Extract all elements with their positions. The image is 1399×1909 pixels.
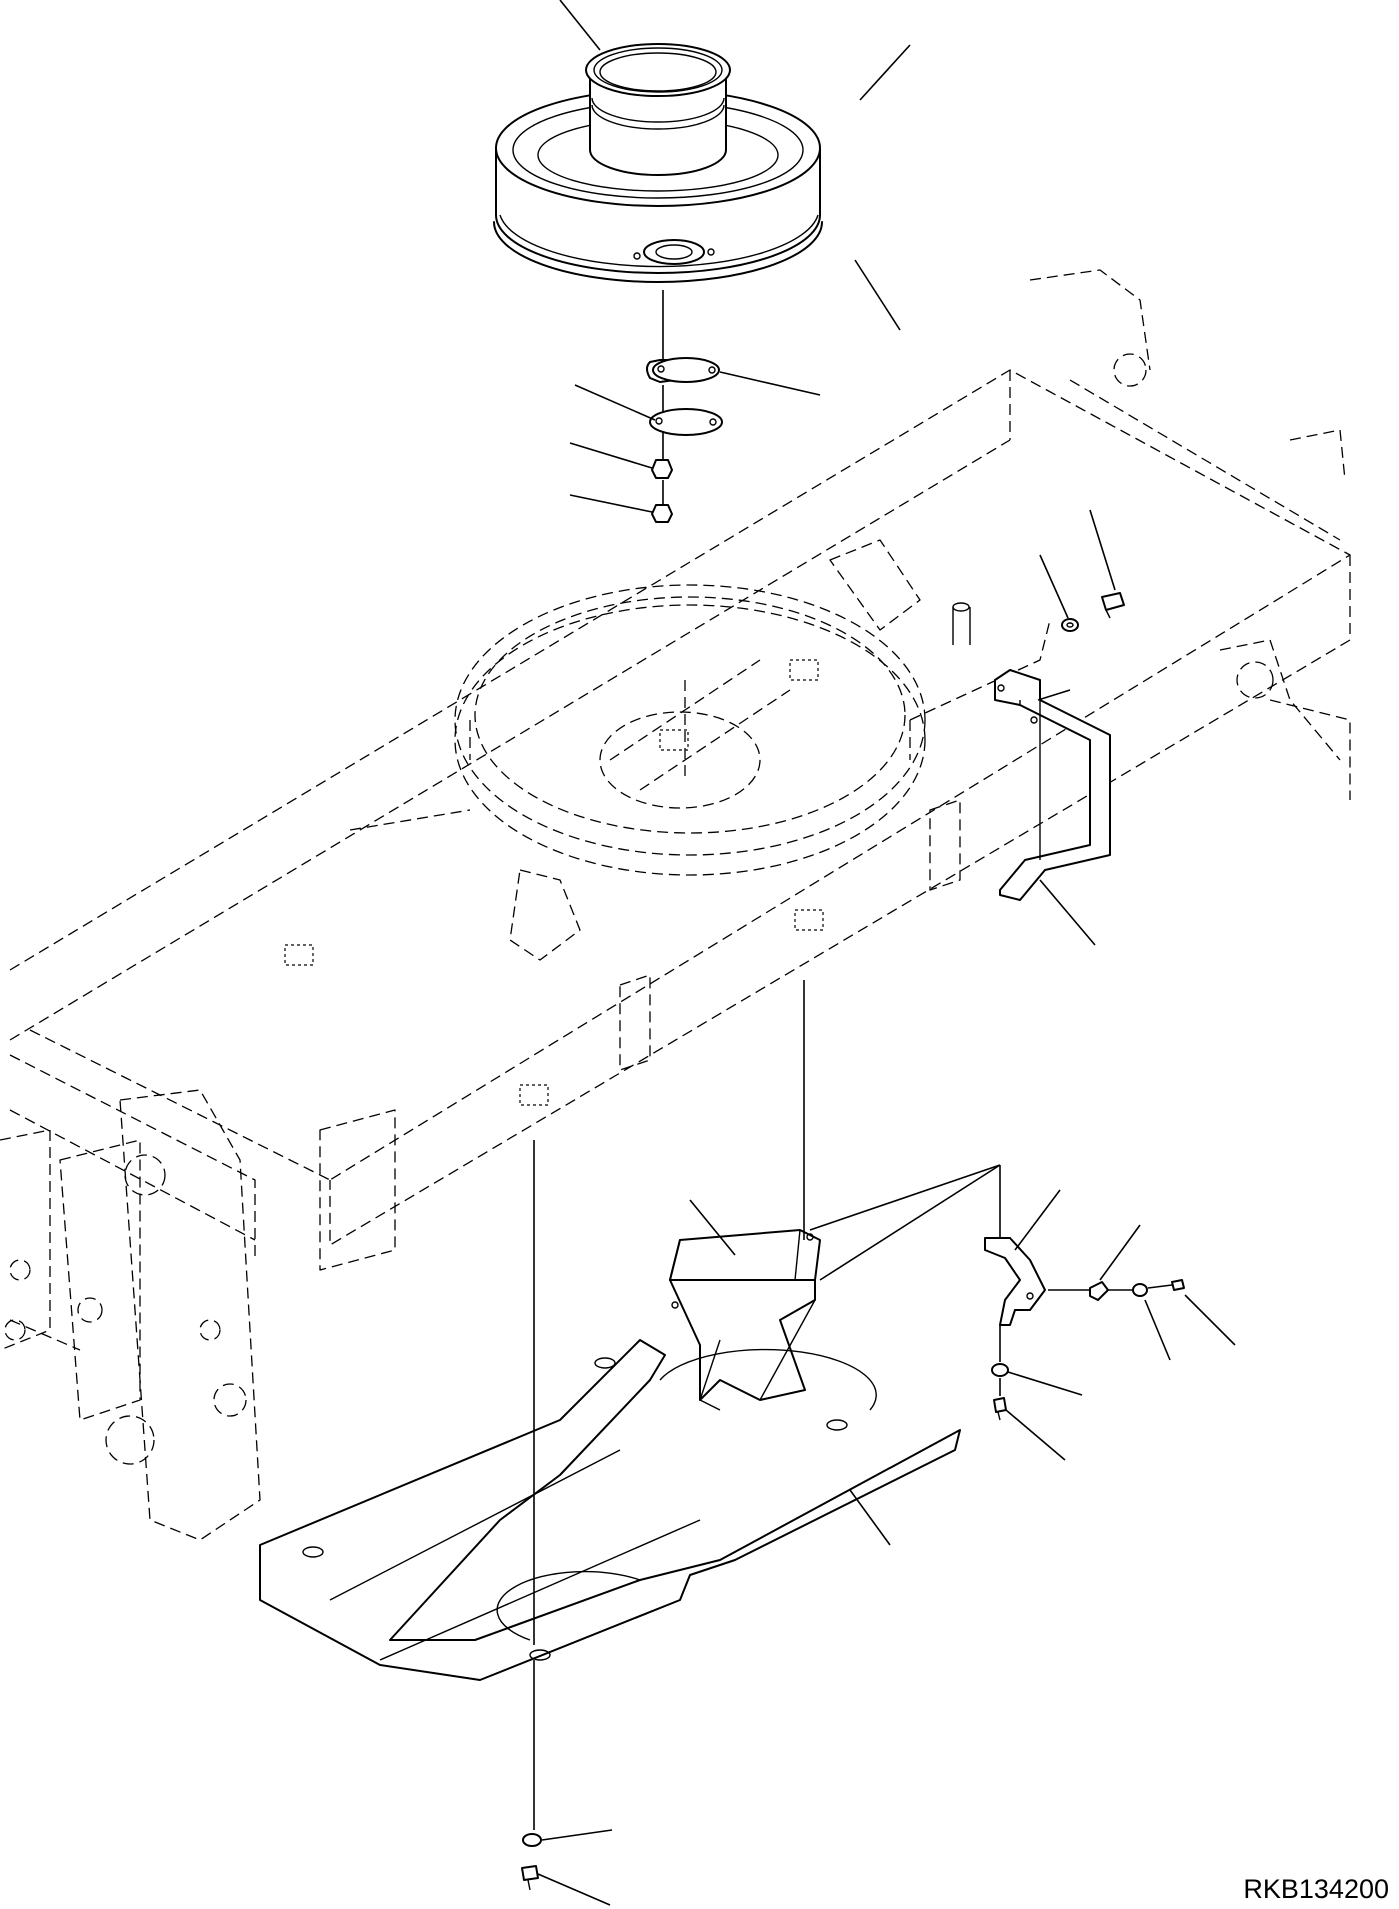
hose-clamp <box>991 1279 1185 1421</box>
bracket-link-line <box>1037 689 1071 701</box>
swivel-bearing-cover-ring <box>493 43 823 283</box>
track-frame <box>0 269 1351 1541</box>
drawing-number: RKB134200 <box>1243 1874 1389 1904</box>
under-cover-plate <box>259 1339 961 1681</box>
cover-plate <box>646 357 720 383</box>
washer <box>1061 618 1079 632</box>
clamp-bracket <box>984 1237 1046 1326</box>
alignment-lines <box>533 980 1173 1830</box>
lower-bolt <box>521 1865 539 1891</box>
leader-lines <box>537 0 1236 1906</box>
center-guard <box>669 1229 821 1411</box>
nut <box>651 459 673 479</box>
cover-gasket <box>649 408 723 436</box>
lower-washer <box>522 1833 542 1847</box>
lock-nut <box>651 504 673 523</box>
swing-circle-outline <box>349 584 1051 876</box>
frame-pin <box>952 602 971 645</box>
bolt <box>1101 592 1125 619</box>
side-bracket <box>994 669 1111 901</box>
